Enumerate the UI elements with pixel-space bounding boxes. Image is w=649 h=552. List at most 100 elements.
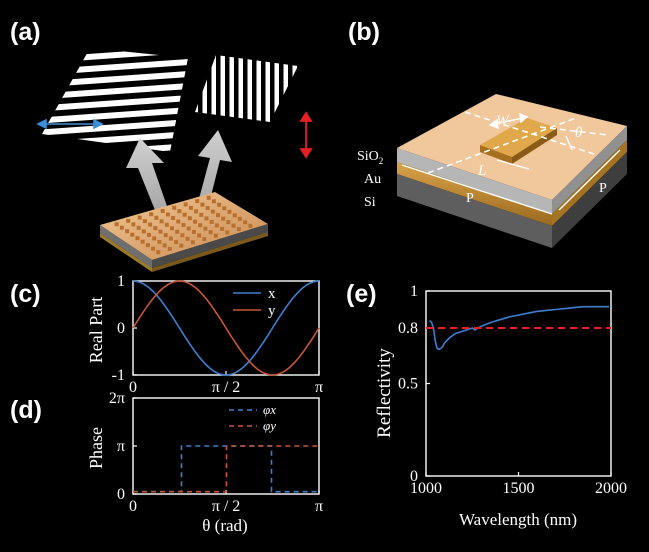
sio2-subscript-text: 2 <box>379 156 384 166</box>
panel-d-ylabel: Phase <box>86 427 106 469</box>
metasurface-pillar <box>217 202 222 207</box>
y-tick-label: 0.5 <box>398 376 418 393</box>
x-tick-label: 0 <box>129 498 137 515</box>
y-tick-label: 1 <box>410 283 418 300</box>
metasurface-pillar <box>162 243 167 248</box>
y-tick-label: 0.8 <box>398 320 418 337</box>
metasurface-pillar <box>216 213 220 218</box>
metasurface-pillar <box>243 220 248 225</box>
metasurface-pillar <box>191 230 196 234</box>
period-label-2: P <box>599 181 607 196</box>
metasurface-pillar <box>211 199 216 204</box>
theta-label: θ <box>575 125 583 141</box>
y-tick-label: -1 <box>112 367 125 384</box>
y-tick-label: 0 <box>117 320 125 337</box>
panel-b-label: (b) <box>348 18 380 46</box>
metasurface-pillar <box>157 239 162 244</box>
metasurface-pillar <box>206 195 211 200</box>
x-tick-label: 2000 <box>595 480 627 497</box>
period-label-1: P <box>466 191 474 206</box>
metasurface-pillar <box>174 240 179 245</box>
metasurface-pillar <box>158 229 163 234</box>
metasurface-pillar <box>177 209 182 214</box>
sio2-main-text: SiO <box>357 149 379 164</box>
metasurface-pillar <box>186 226 191 231</box>
metasurface-pillar <box>172 205 177 210</box>
unit-cell-illustration: W L θ P P SiO2 Au Si <box>357 94 627 248</box>
metasurface-pillar <box>210 209 215 214</box>
metasurface-pillar <box>248 223 253 228</box>
metasurface-pillar <box>190 240 195 245</box>
panel-e-xlabel: Wavelength (nm) <box>459 510 577 529</box>
au-label: Au <box>364 172 381 187</box>
metasurface-pillar <box>187 216 192 221</box>
metasurface-pillar <box>221 216 226 221</box>
metasurface-pillar <box>175 229 180 234</box>
metasurface-pillar <box>137 215 142 220</box>
x-tick-label: π / 2 <box>212 498 241 515</box>
y-tick-label: 2π <box>109 390 125 407</box>
panel-d-label: (d) <box>10 396 42 424</box>
metasurface-pillar <box>154 215 159 220</box>
y-tick-label: 1 <box>117 273 125 290</box>
legend-label: φy <box>263 418 276 433</box>
metasurface-pillar <box>126 218 131 223</box>
hologram-horizontal-stripes <box>42 48 188 152</box>
metasurface-pillar <box>213 233 218 238</box>
metasurface-pillar <box>165 212 170 217</box>
metasurface-pillar <box>149 212 154 217</box>
y-tick-label: 0 <box>117 486 125 503</box>
metasurface-pillar <box>236 227 241 232</box>
x-tick-label: π <box>315 498 323 515</box>
metasurface-pillar <box>200 202 205 207</box>
metasurface-pillar <box>148 222 153 227</box>
metasurface-pillar <box>135 236 140 241</box>
metasurface-pillar <box>179 243 184 248</box>
metasurface-pillar <box>231 223 236 228</box>
metasurface-pillar <box>147 232 151 237</box>
hologram-vertical-stripes <box>195 55 298 122</box>
panel-c-ylabel: Real Part <box>86 297 106 363</box>
metasurface-pillar <box>193 219 197 224</box>
panel-c-label: (c) <box>10 280 41 308</box>
series-line-x <box>132 280 320 376</box>
width-label: W <box>496 113 510 129</box>
metasurface-pillar <box>195 199 200 204</box>
metasurface-pillar <box>181 223 186 227</box>
panel-a-label: (a) <box>10 18 41 46</box>
metasurface-pillar <box>152 236 157 241</box>
metasurface-pillar <box>141 229 146 234</box>
metasurface-pillar <box>209 219 214 224</box>
metasurface-pillar <box>198 223 203 228</box>
metasurface-pillar <box>226 220 231 225</box>
panel-b: (b) <box>348 18 627 248</box>
sio2-label: SiO2 <box>357 149 383 166</box>
metasurface-pillar <box>163 233 168 238</box>
metasurface-pillar <box>199 212 204 217</box>
metasurface-pillar <box>220 226 225 231</box>
horizontal-polarization-arrow-icon <box>36 118 104 130</box>
panel-a: (a) <box>10 18 313 272</box>
metasurface-pillar <box>176 219 181 224</box>
metasurface-pillar <box>153 226 158 231</box>
metasurface-pillar <box>203 226 208 231</box>
series-line-φy <box>133 445 319 493</box>
metasurface-illustration <box>100 192 268 272</box>
metasurface-pillar <box>185 236 190 241</box>
metasurface-pillar <box>151 246 156 251</box>
x-tick-label: 1500 <box>503 480 535 497</box>
metasurface-pillar <box>205 206 210 211</box>
metasurface-pillar <box>159 219 164 224</box>
metasurface-pillar <box>160 209 165 213</box>
panel-e-xlabel-text: Wavelength (nm) <box>459 510 577 529</box>
metasurface-pillar <box>142 219 147 224</box>
y-tick-label: 0 <box>410 468 418 485</box>
metasurface-pillar <box>114 222 119 227</box>
x-tick-label: π / 2 <box>212 379 241 396</box>
legend-label: φx <box>263 402 276 417</box>
